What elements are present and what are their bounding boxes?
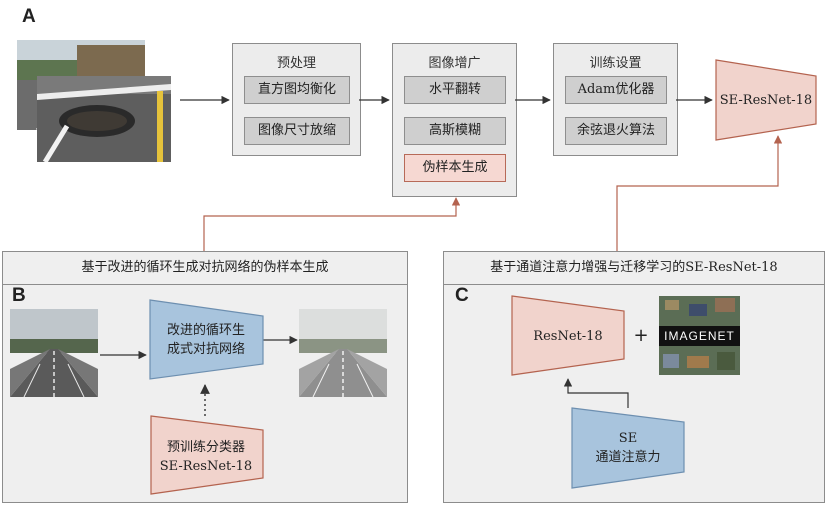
generated-road-photo [299, 309, 387, 397]
preprocess-group: 预处理 直方图均衡化 图像尺寸放缩 [232, 43, 361, 156]
se-resnet-model-shape [715, 59, 817, 141]
se-attention-line2: 通道注意力 [595, 449, 660, 465]
generated-road-photo-image [299, 309, 387, 397]
input-road-photo [10, 309, 98, 397]
panel-c-letter: C [455, 285, 469, 306]
panel-c-header: 基于通道注意力增强与迁移学习的SE-ResNet-18 [444, 252, 824, 285]
training-title: 训练设置 [589, 56, 642, 71]
step-horizontal-flip: 水平翻转 [404, 76, 506, 104]
imagenet-mosaic [659, 296, 740, 375]
se-attention-line1: SE [619, 431, 637, 446]
step-pseudo-sample-generation: 伪样本生成 [404, 154, 506, 182]
panel-a-letter: A [22, 6, 36, 27]
step-image-resize: 图像尺寸放缩 [244, 117, 350, 145]
step-histogram-equalization: 直方图均衡化 [244, 76, 350, 104]
imagenet-logo-text: IMAGENET [664, 329, 735, 343]
pretrained-classifier-line2: SE-ResNet-18 [160, 459, 252, 474]
step-gaussian-blur: 高斯模糊 [404, 117, 506, 145]
input-road-photo-image [10, 309, 98, 397]
augment-title: 图像增广 [428, 56, 481, 71]
se-resnet-model-label: SE-ResNet-18 [720, 93, 812, 108]
panel-b-header: 基于改进的循环生成对抗网络的伪样本生成 [3, 252, 407, 285]
road-photo-front [37, 76, 171, 162]
cyclegan-generator-shape [149, 299, 264, 380]
pretrained-classifier-shape [150, 415, 264, 495]
connector-c-to-model [616, 135, 783, 251]
cyclegan-label-line2: 成式对抗网络 [167, 341, 245, 357]
resnet-backbone-label: ResNet-18 [533, 329, 602, 344]
imagenet-logo: IMAGENET [659, 296, 740, 375]
panel-b-letter: B [12, 285, 26, 306]
connector-b-to-pseudo-sample [203, 197, 461, 251]
resnet-backbone-shape [511, 295, 625, 376]
arrow-se-to-resnet [563, 378, 629, 408]
plus-sign: + [633, 325, 648, 346]
se-attention-shape [571, 407, 685, 489]
road-photo-front-image [37, 76, 171, 162]
pretrained-classifier-line1: 预训练分类器 [167, 440, 245, 455]
cyclegan-label-line1: 改进的循环生 [167, 322, 245, 338]
step-adam-optimizer: Adam优化器 [565, 76, 667, 104]
preprocess-title: 预处理 [276, 56, 316, 71]
step-cosine-annealing: 余弦退火算法 [565, 117, 667, 145]
augment-group: 图像增广 水平翻转 高斯模糊 伪样本生成 [392, 43, 517, 197]
